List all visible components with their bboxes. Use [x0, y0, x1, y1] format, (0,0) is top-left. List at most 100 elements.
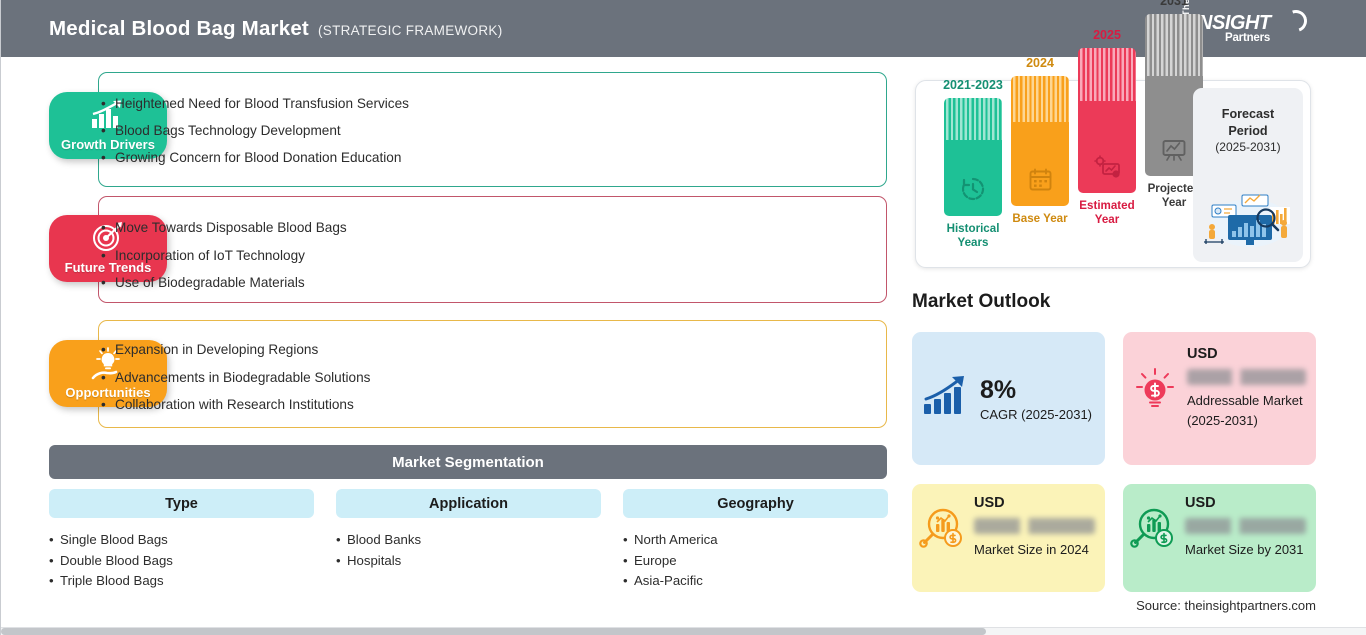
bar-year-label: 2021-2023 — [943, 78, 1003, 92]
bar-category-label: Base Year — [1012, 212, 1068, 225]
addressable-text-block: USD Addressable Market (2025-2031) — [1187, 346, 1306, 455]
badge-label: Growth Drivers — [61, 137, 155, 152]
market-outlook-title: Market Outlook — [912, 291, 1051, 312]
cagr-value: 8% — [980, 375, 1017, 404]
page-header: Medical Blood Bag Market (STRATEGIC FRAM… — [1, 0, 1366, 57]
bullet-item: Advancements in Biodegradable Solutions — [101, 370, 370, 385]
forecast-analytics-icon — [1093, 155, 1121, 184]
logo-insight-text: INSIGHT — [1193, 12, 1271, 34]
segmentation-column-title: Application — [429, 495, 508, 512]
lightbulb-dollar-icon — [1131, 366, 1179, 455]
timeline-bars: 2021-2023 Historical Years — [930, 0, 1203, 269]
list-item: Hospitals — [336, 551, 601, 572]
bar-year-label: 2031 — [1160, 0, 1188, 8]
blurred-value — [1187, 369, 1306, 385]
card-label: Addressable Market (2025-2031) — [1187, 393, 1303, 428]
magnifier-bar-dollar-icon — [918, 505, 966, 582]
list-item: Blood Banks — [336, 530, 601, 551]
bar-stripe-top — [944, 98, 1002, 140]
segmentation-items: North America Europe Asia-Pacific — [623, 530, 888, 592]
projection-monitor-icon — [1161, 138, 1187, 167]
bullet-item: Heightened Need for Blood Transfusion Se… — [101, 97, 409, 111]
bar-body — [1078, 48, 1136, 193]
forecast-years: (2025-2031) — [1215, 140, 1281, 154]
segmentation-header: Market Segmentation — [49, 445, 887, 479]
card-label: Market Size in 2024 — [974, 542, 1089, 557]
currency-label: USD — [1185, 495, 1216, 511]
bar-year-label: 2025 — [1093, 28, 1121, 42]
forecast-period-panel: Forecast Period (2025-2031) — [1193, 88, 1303, 262]
magnifier-bar-dollar-icon — [1129, 505, 1177, 582]
market-size-2024-text-block: USD Market Size in 2024 — [974, 495, 1095, 582]
bar-solid-body — [1011, 122, 1069, 206]
bullet-item: Incorporation of IoT Technology — [101, 248, 347, 263]
segmentation-items: Single Blood Bags Double Blood Bags Trip… — [49, 530, 314, 592]
list-item: Single Blood Bags — [49, 530, 314, 551]
bullet-item: Use of Biodegradable Materials — [101, 276, 347, 290]
bar-stripe-top — [1011, 76, 1069, 122]
analytics-illustration — [1198, 187, 1298, 254]
timeline-bar-base: 2024 — [1011, 56, 1069, 259]
bar-body — [1011, 76, 1069, 206]
bar-stripe-top — [1078, 48, 1136, 101]
bullet-item: Collaboration with Research Institutions — [101, 398, 370, 412]
currency-label: USD — [1187, 346, 1218, 362]
bullet-item: Growing Concern for Blood Donation Educa… — [101, 151, 409, 165]
source-attribution: Source: theinsightpartners.com — [1136, 598, 1316, 613]
currency-label: USD — [974, 495, 1005, 511]
timeline-bar-historical: 2021-2023 Historical Years — [943, 78, 1003, 259]
cagr-label: CAGR (2025-2031) — [980, 406, 1092, 422]
bullets-growth-drivers: Heightened Need for Blood Transfusion Se… — [101, 97, 409, 165]
bullet-item: Expansion in Developing Regions — [101, 343, 370, 357]
bar-year-label: 2024 — [1026, 56, 1054, 70]
bar-stripe-top — [1145, 14, 1203, 76]
list-item: Triple Blood Bags — [49, 571, 314, 592]
bullets-opportunities: Expansion in Developing Regions Advancem… — [101, 343, 370, 412]
study-period-timeline-chart: 2021-2023 Historical Years — [915, 0, 1311, 269]
segmentation-header-label: Market Segmentation — [392, 453, 544, 471]
bar-chart-arrow-icon — [920, 374, 970, 423]
bar-category-label: Historical Years — [946, 222, 1000, 249]
clock-history-icon — [960, 176, 986, 207]
list-item: Asia-Pacific — [623, 571, 888, 592]
market-size-2031-text-block: USD Market Size by 2031 — [1185, 495, 1306, 582]
segmentation-items: Blood Banks Hospitals — [336, 530, 601, 571]
segmentation-column-title: Geography — [717, 495, 794, 512]
forecast-title-line1: Forecast — [1221, 107, 1275, 121]
segmentation-column-header[interactable]: Type — [49, 489, 314, 518]
segmentation-column-title: Type — [165, 495, 198, 512]
segmentation-column-type: Type Single Blood Bags Double Blood Bags… — [49, 489, 314, 592]
bar-category-label: Projected Year — [1147, 182, 1201, 209]
title-block: Medical Blood Bag Market (STRATEGIC FRAM… — [49, 17, 503, 41]
outlook-card-addressable-market[interactable]: USD Addressable Market (2025-2031) — [1123, 332, 1316, 465]
bar-solid-body — [944, 140, 1002, 216]
cagr-text-block: 8% CAGR (2025-2031) — [980, 376, 1092, 422]
segmentation-column-geography: Geography North America Europe Asia-Paci… — [623, 489, 888, 592]
bar-body — [944, 98, 1002, 216]
page-title: Medical Blood Bag Market — [49, 16, 309, 40]
outlook-card-cagr[interactable]: 8% CAGR (2025-2031) — [912, 332, 1105, 465]
logo-partners-text: Partners — [1225, 32, 1271, 44]
list-item: Double Blood Bags — [49, 551, 314, 572]
badge-label: Future Trends — [64, 260, 152, 275]
segmentation-column-application: Application Blood Banks Hospitals — [336, 489, 601, 571]
card-label: Market Size by 2031 — [1185, 542, 1304, 557]
insight-partners-logo[interactable]: The INSIGHT Partners — [1181, 0, 1311, 50]
bullet-item: Move Towards Disposable Blood Bags — [101, 221, 347, 235]
bullets-future-trends: Move Towards Disposable Blood Bags Incor… — [101, 221, 347, 290]
forecast-title: Forecast Period — [1193, 106, 1303, 140]
calendar-icon — [1028, 167, 1053, 197]
outlook-card-market-size-2031[interactable]: USD Market Size by 2031 — [1123, 484, 1316, 592]
logo-arc-icon — [1281, 6, 1311, 36]
segmentation-column-header[interactable]: Application — [336, 489, 601, 518]
list-item: North America — [623, 530, 888, 551]
outlook-card-market-size-2024[interactable]: USD Market Size in 2024 — [912, 484, 1105, 592]
list-item: Europe — [623, 551, 888, 572]
scrollbar-thumb[interactable] — [1, 628, 986, 635]
segmentation-column-header[interactable]: Geography — [623, 489, 888, 518]
horizontal-scrollbar[interactable] — [1, 627, 1366, 635]
blurred-value — [1185, 518, 1306, 534]
bar-category-label: Estimated Year — [1079, 199, 1135, 226]
timeline-bar-estimated: 2025 — [1078, 28, 1136, 259]
